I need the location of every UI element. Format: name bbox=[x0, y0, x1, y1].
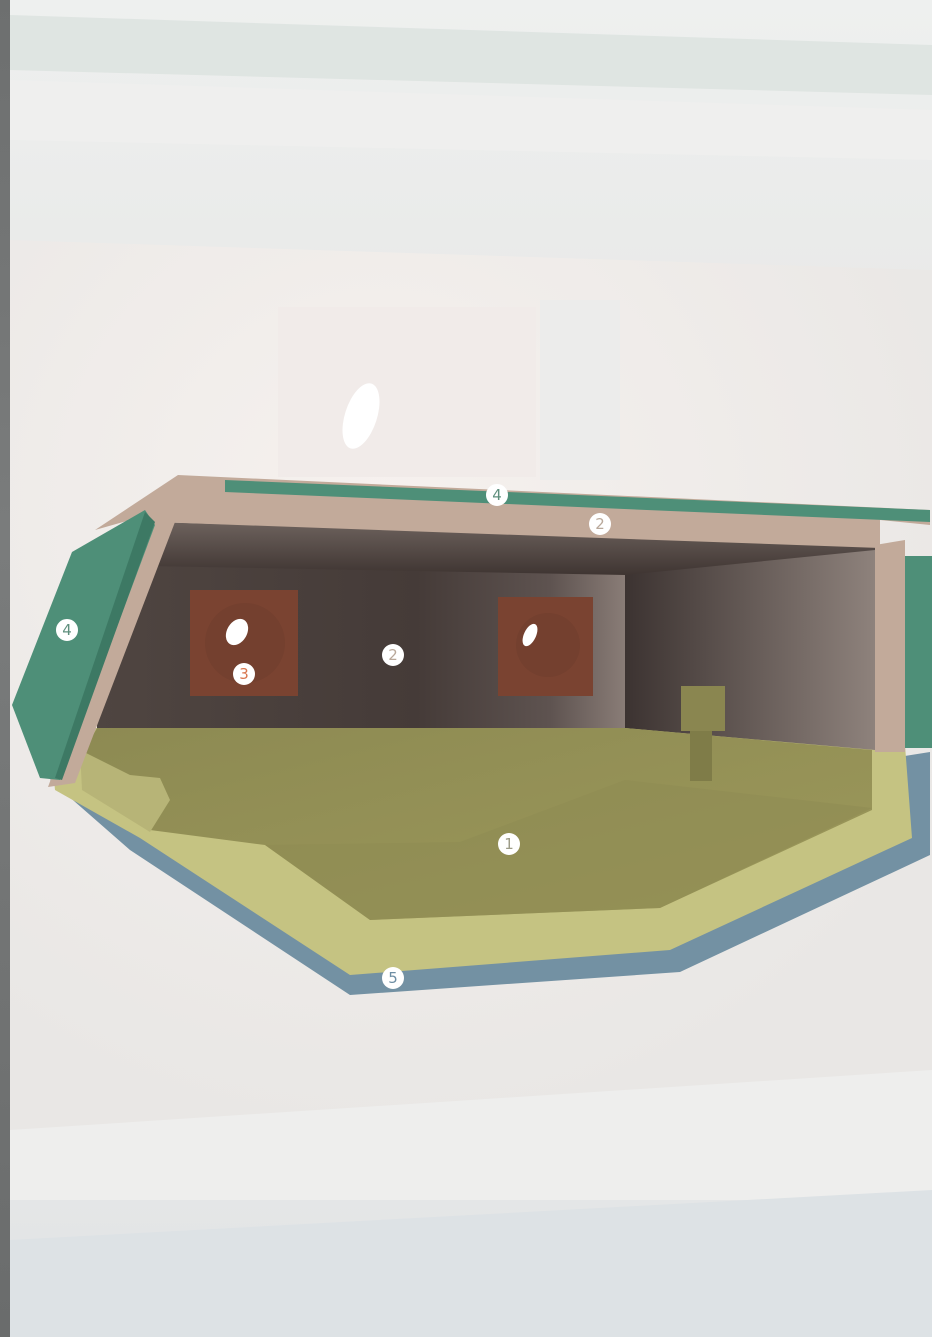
layer-2-right-column bbox=[875, 540, 905, 752]
marker-2-center: 2 bbox=[382, 644, 404, 666]
layer-4-right-facing bbox=[905, 556, 932, 748]
step-block bbox=[681, 686, 725, 731]
back-window bbox=[278, 307, 536, 477]
marker-2-top: 2 bbox=[589, 513, 611, 535]
marker-4-top: 4 bbox=[486, 484, 508, 506]
marker-4-left: 4 bbox=[56, 619, 78, 641]
interior-right-wall bbox=[625, 548, 875, 750]
marker-1: 1 bbox=[498, 833, 520, 855]
marker-3: 3 bbox=[233, 663, 255, 685]
marker-5: 5 bbox=[382, 967, 404, 989]
